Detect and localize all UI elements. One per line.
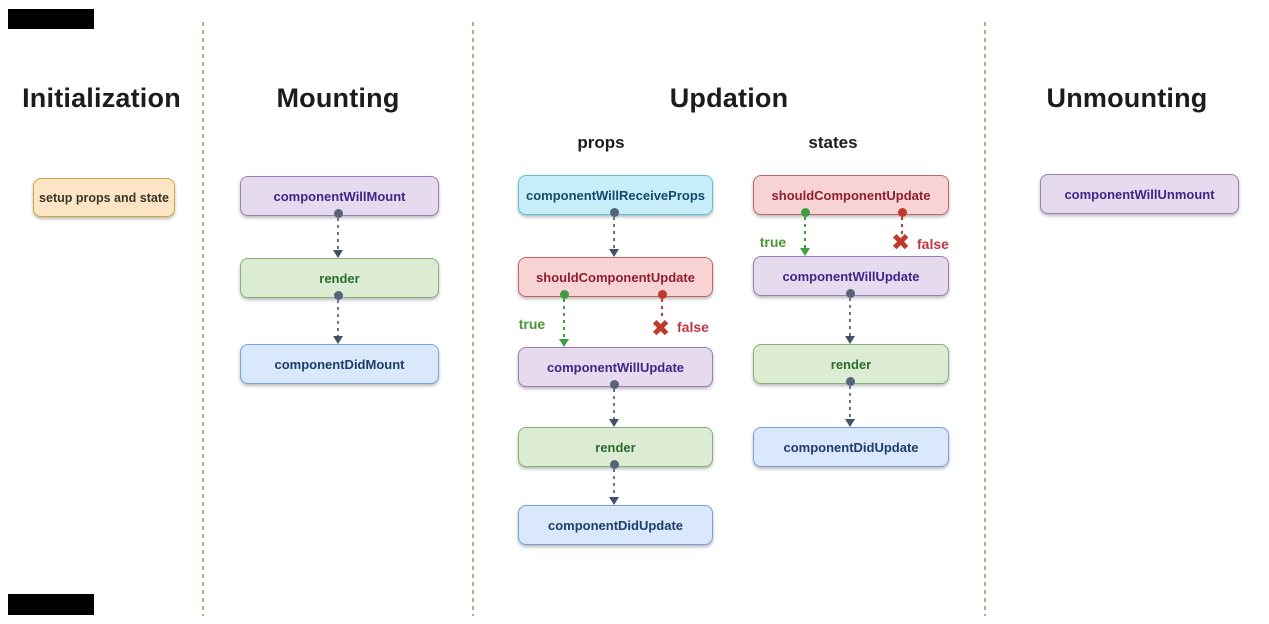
connector-dot-icon xyxy=(609,208,619,217)
node-component-did-mount: componentDidMount xyxy=(240,344,439,384)
column-title-updation: Updation xyxy=(669,83,789,113)
subcolumn-title-states: states xyxy=(808,133,858,152)
flow-arrow xyxy=(609,460,619,505)
dashed-line xyxy=(849,386,851,419)
arrow-down-icon xyxy=(845,336,855,344)
arrow-down-icon xyxy=(609,497,619,505)
connector-dot-icon xyxy=(609,380,619,389)
dashed-line xyxy=(563,299,565,339)
arrow-down-icon xyxy=(609,419,619,427)
column-title-initialization: Initialization xyxy=(22,83,181,113)
branch-label-true: true xyxy=(759,234,787,250)
column-separator xyxy=(984,22,986,616)
arrow-down-icon xyxy=(845,419,855,427)
connector-dot-icon xyxy=(333,291,343,300)
true-branch-arrow xyxy=(559,290,569,347)
column-title-unmounting: Unmounting xyxy=(1046,83,1208,113)
flow-arrow xyxy=(845,377,855,427)
dashed-line xyxy=(901,217,903,234)
x-mark-icon: ✖ xyxy=(891,229,911,255)
node-component-will-update: componentWillUpdate xyxy=(753,256,949,296)
dashed-line xyxy=(849,298,851,336)
flow-arrow xyxy=(609,380,619,427)
connector-dot-icon xyxy=(897,208,907,217)
dashed-line xyxy=(613,217,615,249)
node-component-will-mount: componentWillMount xyxy=(240,176,439,216)
flow-arrow xyxy=(333,209,343,258)
connector-dot-icon xyxy=(333,209,343,218)
connector-dot-icon xyxy=(559,290,569,299)
node-setup-props-and-state: setup props and state xyxy=(33,178,175,217)
arrow-down-icon xyxy=(609,249,619,257)
x-mark-icon: ✖ xyxy=(651,315,671,341)
column-separator xyxy=(202,22,204,616)
arrow-down-icon xyxy=(333,250,343,258)
arrow-down-icon xyxy=(559,339,569,347)
flow-arrow xyxy=(333,291,343,344)
flow-arrow xyxy=(845,289,855,344)
connector-dot-icon xyxy=(845,289,855,298)
false-branch-arrow xyxy=(897,208,907,234)
node-component-did-update: componentDidUpdate xyxy=(518,505,713,545)
dashed-line xyxy=(613,389,615,419)
dashed-line xyxy=(337,218,339,250)
false-branch-arrow xyxy=(657,290,667,320)
branch-label-false: false xyxy=(917,236,949,252)
dashed-line xyxy=(337,300,339,336)
dashed-line xyxy=(661,299,663,320)
connector-dot-icon xyxy=(657,290,667,299)
redaction-bar-top xyxy=(8,9,94,29)
column-title-mounting: Mounting xyxy=(276,83,400,113)
redaction-bar-bottom xyxy=(8,594,94,615)
connector-dot-icon xyxy=(800,208,810,217)
dashed-line xyxy=(613,469,615,497)
subcolumn-title-props: props xyxy=(577,133,625,152)
node-should-component-update: shouldComponentUpdate xyxy=(518,257,713,297)
dashed-line xyxy=(804,217,806,248)
branch-label-false: false xyxy=(677,319,709,335)
flow-arrow xyxy=(609,208,619,257)
branch-label-true: true xyxy=(518,316,546,332)
arrow-down-icon xyxy=(800,248,810,256)
arrow-down-icon xyxy=(333,336,343,344)
node-component-did-update: componentDidUpdate xyxy=(753,427,949,467)
connector-dot-icon xyxy=(845,377,855,386)
true-branch-arrow xyxy=(800,208,810,256)
node-should-component-update: shouldComponentUpdate xyxy=(753,175,949,215)
column-separator xyxy=(472,22,474,616)
node-component-will-unmount: componentWillUnmount xyxy=(1040,174,1239,214)
connector-dot-icon xyxy=(609,460,619,469)
